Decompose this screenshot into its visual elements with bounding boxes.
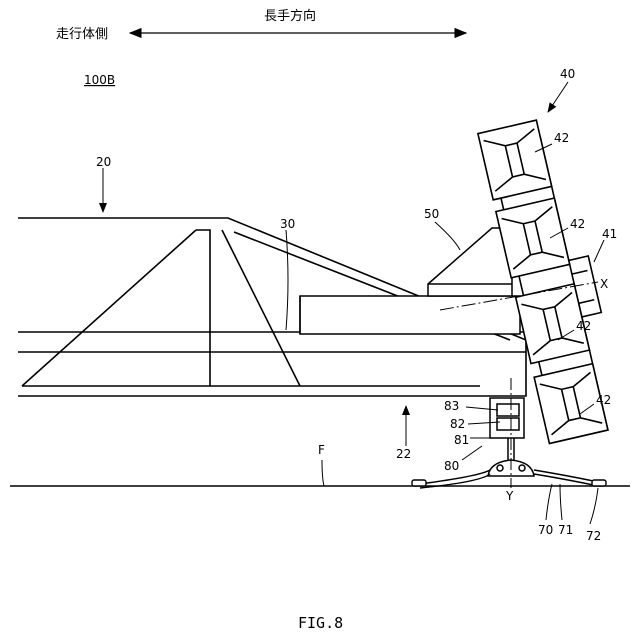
label-82: 82	[450, 417, 465, 431]
label-81: 81	[454, 433, 469, 447]
model-label: 100B	[84, 73, 115, 87]
label-50: 50	[424, 207, 439, 221]
label-f: F	[318, 443, 325, 457]
label-y: Y	[505, 489, 514, 503]
label-20: 20	[96, 155, 111, 169]
label-83: 83	[444, 399, 459, 413]
pad-72	[592, 480, 606, 486]
longitudinal-direction-label: 長手方向	[264, 8, 316, 24]
label-42a: 42	[554, 131, 569, 145]
label-42b: 42	[570, 217, 585, 231]
figure-caption: FIG.8	[298, 614, 343, 632]
label-x: X	[600, 277, 608, 291]
label-22: 22	[396, 447, 411, 461]
label-42d: 42	[596, 393, 611, 407]
label-41: 41	[602, 227, 617, 241]
label-30: 30	[280, 217, 295, 231]
traveling-body-side-label: 走行体側	[56, 27, 108, 42]
label-72: 72	[586, 529, 601, 543]
label-42c: 42	[576, 319, 591, 333]
label-80: 80	[444, 459, 459, 473]
pad-left	[412, 480, 426, 486]
label-70: 70	[538, 523, 553, 537]
housing-50	[428, 228, 512, 296]
label-40: 40	[560, 67, 575, 81]
label-71: 71	[558, 523, 573, 537]
